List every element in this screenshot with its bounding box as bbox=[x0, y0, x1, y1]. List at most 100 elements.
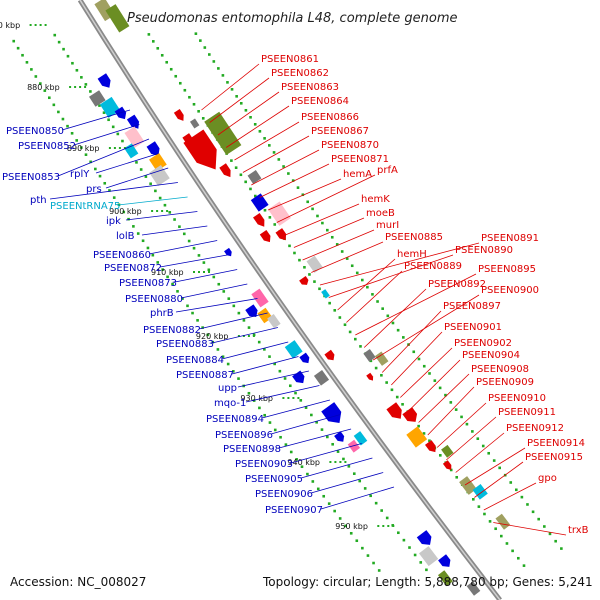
gene-box bbox=[189, 118, 200, 129]
track-dot bbox=[374, 501, 378, 505]
track-dot bbox=[377, 569, 381, 572]
track-dot bbox=[548, 532, 552, 536]
track-dot bbox=[71, 61, 74, 65]
track-dot bbox=[161, 268, 164, 271]
track-dot bbox=[132, 225, 135, 228]
track-dot bbox=[560, 547, 563, 550]
gene-box bbox=[347, 439, 361, 453]
track-dot bbox=[511, 549, 514, 553]
gene-label-right: PSEEN0864 bbox=[291, 96, 349, 107]
gene-label-right: PSEEN0895 bbox=[478, 264, 536, 275]
track-dot bbox=[144, 175, 148, 178]
gene-label-left: PSEEN0853 bbox=[2, 172, 60, 183]
gene-arrow bbox=[386, 402, 402, 419]
track-dot bbox=[516, 556, 520, 560]
gene-label-left: phrB bbox=[150, 308, 174, 319]
gene-label-right: PSEEN0902 bbox=[454, 338, 512, 349]
gene-feature bbox=[183, 129, 217, 170]
track-dot bbox=[300, 465, 304, 469]
track-dot bbox=[156, 47, 160, 50]
track-dot bbox=[197, 110, 200, 113]
gene-box bbox=[284, 340, 303, 359]
gene-label-right: PSEEN0914 bbox=[527, 438, 585, 449]
track-dot bbox=[158, 196, 162, 200]
gene-arrow bbox=[366, 372, 374, 381]
position-dots bbox=[12, 32, 563, 572]
track-dot bbox=[330, 235, 334, 239]
gene-feature bbox=[386, 402, 402, 419]
track-dot bbox=[112, 196, 116, 199]
gene-feature bbox=[334, 431, 345, 442]
gene-box bbox=[89, 90, 106, 107]
track-dot bbox=[43, 89, 47, 92]
track-dot bbox=[146, 246, 150, 250]
gene-label-left: PSEEN0872 bbox=[104, 263, 162, 274]
track-dot bbox=[509, 481, 513, 484]
leader-line-right bbox=[201, 63, 260, 111]
gene-label-left: PSEEN0907 bbox=[265, 505, 323, 516]
leader-line-left bbox=[237, 370, 309, 388]
track-dot bbox=[363, 487, 367, 490]
gene-label-left: PSEENtRNA75 bbox=[50, 201, 120, 212]
track-dot bbox=[191, 311, 194, 315]
track-dot bbox=[397, 531, 400, 535]
gene-label-left: PSEEN0905 bbox=[245, 474, 303, 485]
track-dot bbox=[57, 110, 60, 114]
gene-arrow bbox=[224, 247, 232, 257]
gene-feature bbox=[347, 439, 361, 453]
gene-box bbox=[149, 164, 170, 187]
gene-label-left: PSEEN0887 bbox=[176, 370, 234, 381]
track-dot bbox=[174, 74, 178, 78]
track-dot bbox=[181, 297, 184, 300]
track-dot bbox=[62, 47, 65, 51]
track-dot bbox=[543, 525, 546, 528]
track-dot bbox=[169, 67, 173, 71]
track-dot bbox=[428, 372, 431, 375]
gene-box bbox=[105, 4, 130, 33]
gene-arrow bbox=[334, 431, 345, 442]
track-dot bbox=[283, 377, 287, 380]
gene-feature bbox=[89, 90, 106, 107]
track-dot bbox=[151, 40, 155, 43]
track-dot bbox=[417, 357, 421, 361]
track-dot bbox=[422, 432, 426, 435]
gene-feature bbox=[374, 351, 389, 366]
leader-line-right bbox=[302, 229, 375, 261]
gene-feature bbox=[437, 570, 453, 587]
gene-box bbox=[495, 513, 511, 530]
track-dot bbox=[371, 293, 374, 296]
accession-text: Accession: NC_008027 bbox=[10, 575, 146, 589]
track-dot bbox=[310, 413, 313, 417]
track-dot bbox=[492, 459, 496, 462]
track-dot bbox=[288, 244, 291, 248]
track-dot bbox=[188, 95, 191, 99]
track-dot bbox=[263, 413, 266, 417]
gene-arrow bbox=[324, 349, 335, 361]
track-dot bbox=[349, 531, 353, 535]
track-dot bbox=[350, 264, 354, 268]
track-dot bbox=[333, 509, 336, 513]
track-dot bbox=[385, 516, 389, 520]
track-dot bbox=[277, 158, 281, 161]
gene-feature bbox=[442, 460, 452, 471]
gene-label-left: PSEEN0852 bbox=[18, 141, 76, 152]
track-dot bbox=[199, 39, 202, 42]
gene-feature bbox=[299, 276, 309, 285]
gene-label-left: upp bbox=[218, 383, 237, 394]
gene-box bbox=[306, 255, 323, 273]
track-dot bbox=[366, 554, 370, 557]
track-dot bbox=[234, 166, 238, 169]
leader-line-right bbox=[209, 77, 270, 123]
track-dot bbox=[216, 348, 220, 351]
track-dot bbox=[166, 275, 169, 279]
track-dot bbox=[201, 326, 204, 329]
track-dot bbox=[498, 466, 501, 470]
track-dot bbox=[57, 40, 61, 44]
gene-feature bbox=[105, 4, 130, 33]
leader-line-right bbox=[427, 386, 475, 436]
kbp-tick-label: 920 kbp bbox=[196, 332, 229, 341]
gene-features bbox=[89, 0, 511, 596]
gene-label-right: PSEEN0867 bbox=[311, 126, 369, 137]
